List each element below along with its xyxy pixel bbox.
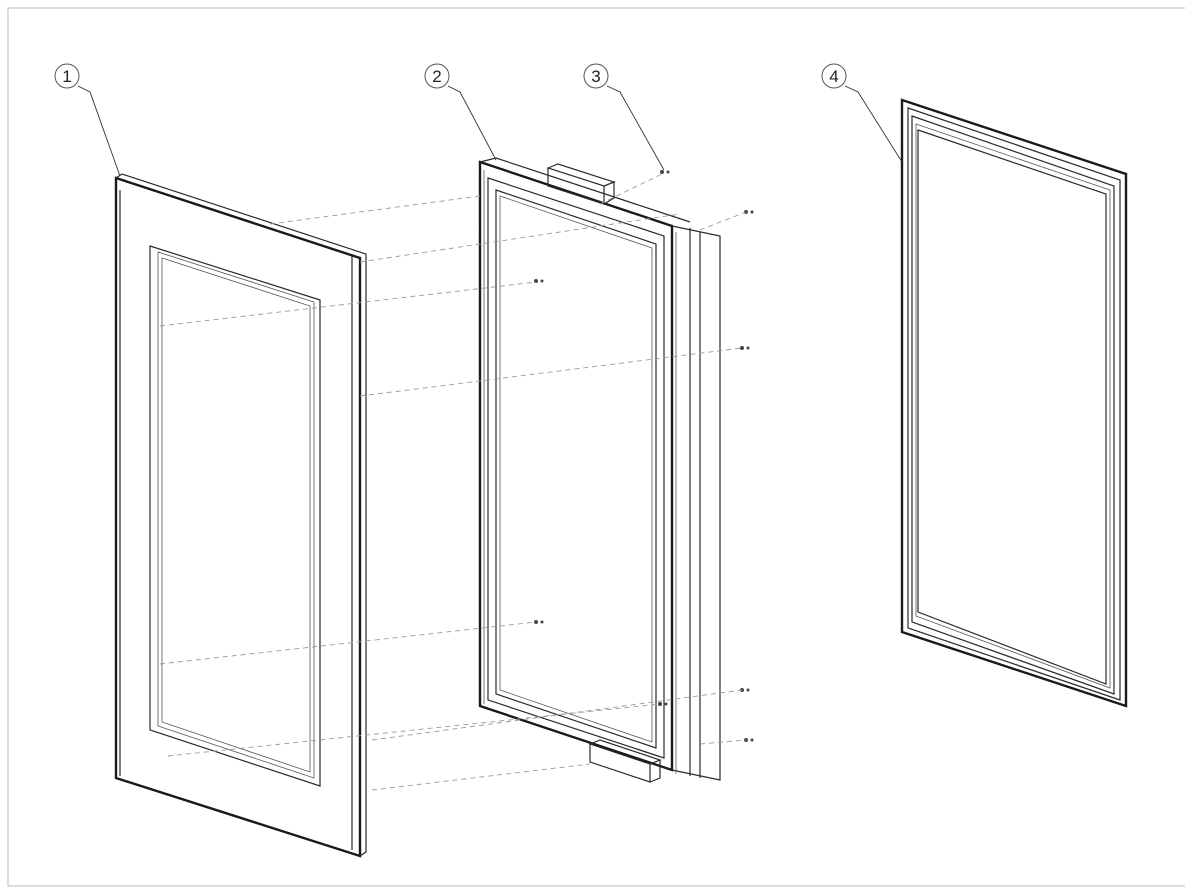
callout-2: 2 bbox=[424, 63, 497, 161]
callout-1: 1 bbox=[54, 63, 121, 177]
callout-1-label: 1 bbox=[62, 67, 71, 86]
part-1-door-panel bbox=[114, 173, 367, 858]
part-2-door-frame bbox=[478, 157, 721, 783]
callout-4: 4 bbox=[821, 63, 903, 163]
callout-4-label: 4 bbox=[829, 67, 838, 86]
drawing-border bbox=[7, 7, 1185, 887]
callout-3: 3 bbox=[583, 63, 665, 171]
callout-2-label: 2 bbox=[432, 67, 441, 86]
part-4-trim-frame bbox=[900, 98, 1128, 708]
callout-3-label: 3 bbox=[591, 67, 600, 86]
alignment-dashed-lines bbox=[159, 173, 747, 791]
